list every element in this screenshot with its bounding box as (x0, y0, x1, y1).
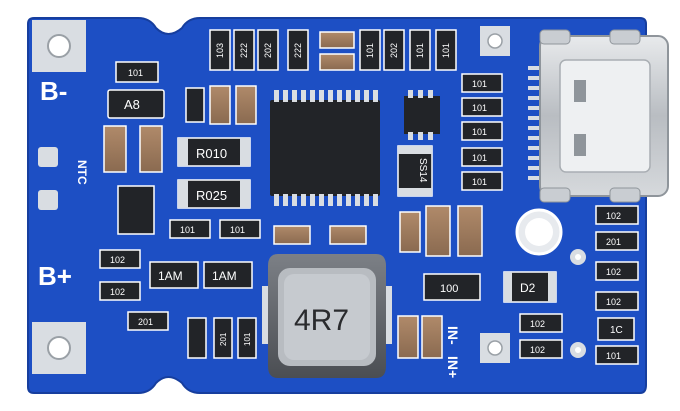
mid-101a: 101 (180, 225, 195, 235)
ss14-mark: SS14 (417, 158, 428, 183)
resistor-r025 (177, 179, 251, 209)
top-101b: 101 (415, 43, 425, 58)
resistor-100 (423, 273, 481, 301)
left-102: 102 (110, 255, 125, 265)
inductor-mark: 4R7 (294, 304, 349, 337)
b-minus-label: B- (40, 76, 67, 106)
top-222b: 222 (293, 43, 303, 58)
top-resistor-row (209, 29, 457, 71)
left-101: 101 (128, 68, 143, 78)
1am-left: 1AM (158, 269, 183, 283)
r-col-4: 101 (472, 153, 487, 163)
rb-201: 201 (606, 237, 621, 247)
bot-201: 201 (219, 332, 228, 346)
transistor-sot (117, 185, 155, 235)
d2-mark: D2 (520, 281, 536, 295)
mosfet-a8 (107, 89, 165, 119)
top-202b: 202 (389, 43, 399, 58)
cap-1c (597, 317, 635, 341)
inductor-4r7 (262, 254, 392, 378)
1c-mark: 1C (610, 325, 623, 336)
a8-mark: A8 (124, 97, 140, 112)
top-222a: 222 (239, 43, 249, 58)
mid-101b: 101 (230, 225, 245, 235)
r-col-3: 101 (472, 127, 487, 137)
r025-mark: R025 (196, 188, 227, 203)
rb-101: 101 (606, 351, 621, 361)
resistor-r010 (177, 137, 251, 167)
capacitor (139, 125, 163, 173)
rb-102c: 102 (606, 297, 621, 307)
fet-1am-right (203, 261, 253, 289)
r-col-2: 101 (472, 103, 487, 113)
top-202a: 202 (263, 43, 273, 58)
1am-right: 1AM (212, 269, 237, 283)
bot-101: 101 (243, 332, 252, 346)
usb-c-connector (528, 29, 669, 203)
resistor-left-101 (115, 61, 159, 83)
b-plus-label: B+ (38, 261, 72, 291)
left-102b: 102 (110, 287, 125, 297)
ntc-label: NTC (75, 160, 89, 185)
d2-102b: 102 (530, 345, 545, 355)
left-201: 201 (138, 317, 153, 327)
right-resistor-column (461, 73, 503, 191)
top-101a: 101 (365, 43, 375, 58)
top-103: 103 (215, 43, 225, 58)
fet-1am-left (149, 261, 199, 289)
r010-mark: R010 (196, 146, 227, 161)
in-minus-label: IN- (445, 326, 461, 345)
r-col-1: 101 (472, 79, 487, 89)
in-plus-label: IN+ (445, 356, 461, 378)
top-101c: 101 (441, 43, 451, 58)
d2-102a: 102 (530, 319, 545, 329)
small-ic (404, 96, 440, 134)
res-100-mark: 100 (440, 283, 458, 295)
main-ic-tssop (270, 90, 380, 206)
rb-102b: 102 (606, 267, 621, 277)
capacitor (103, 125, 127, 173)
r-col-5: 101 (472, 177, 487, 187)
rb-102a: 102 (606, 211, 621, 221)
mounting-pads (32, 20, 586, 374)
